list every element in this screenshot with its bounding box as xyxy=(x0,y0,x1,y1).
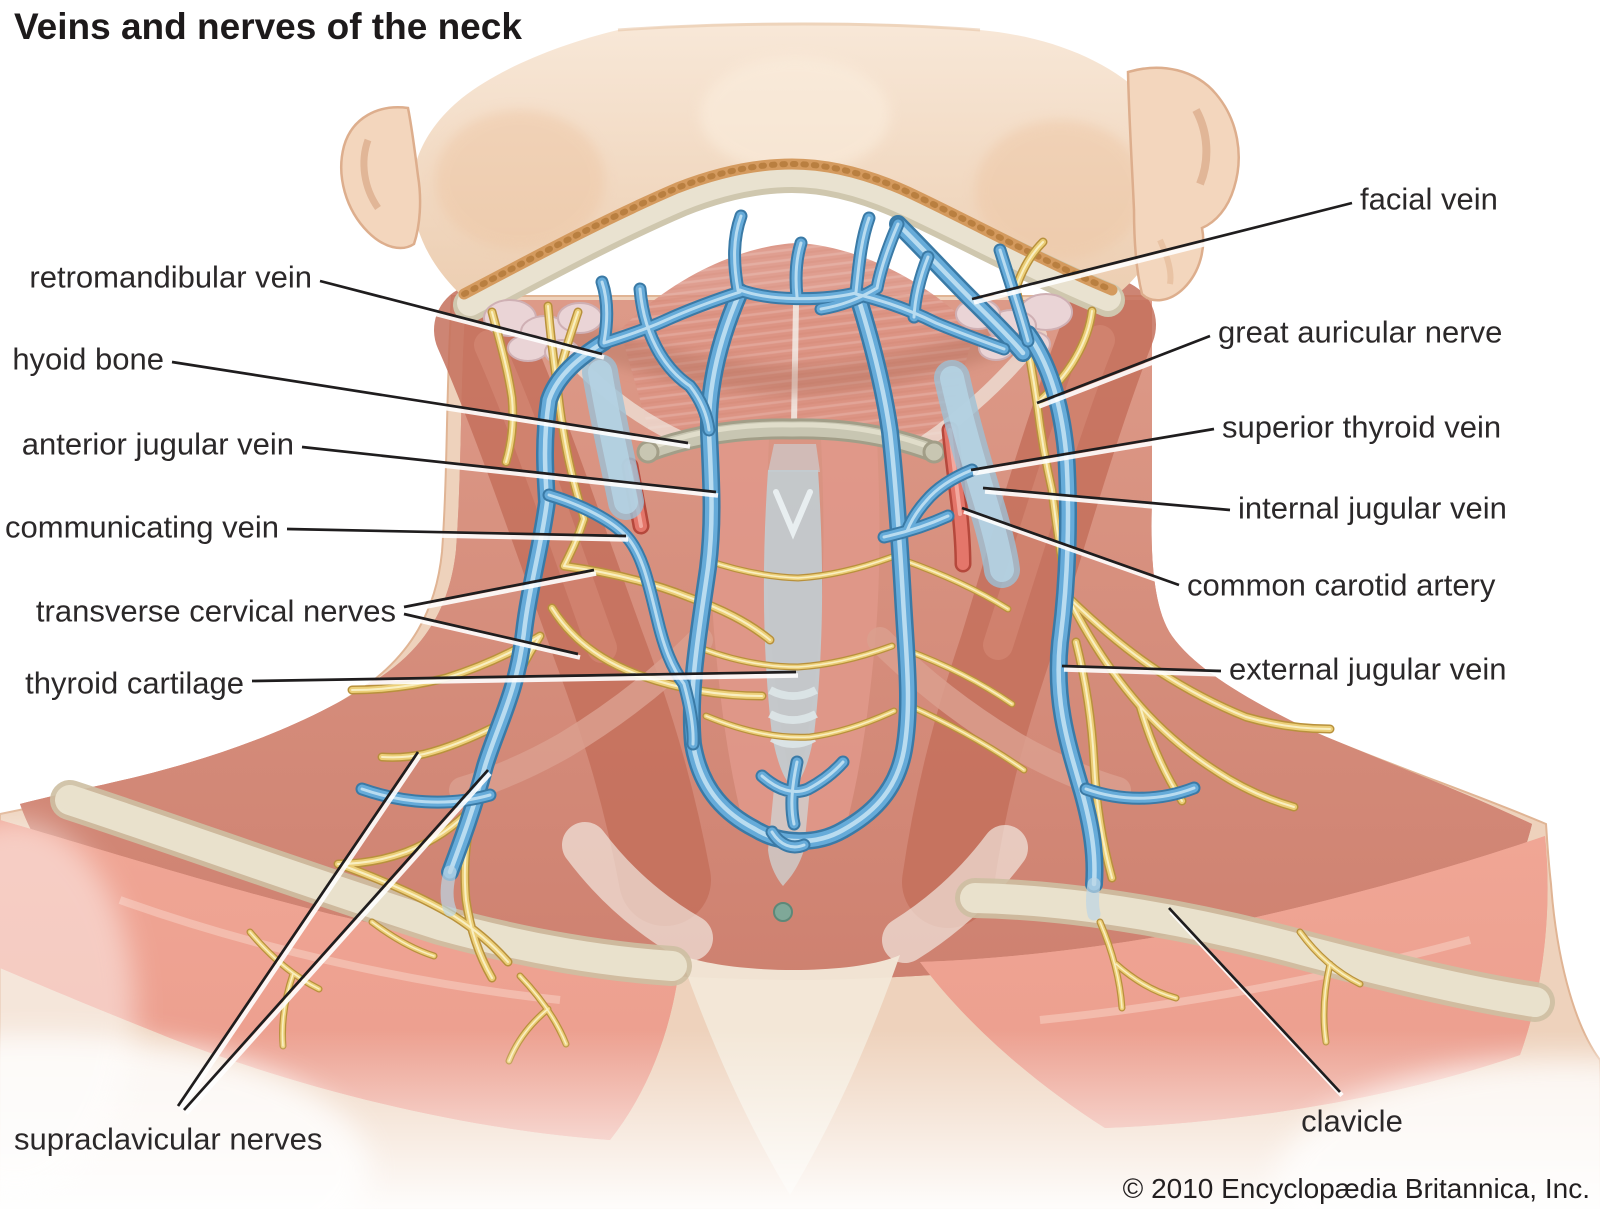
thyroid-cartilage-shape xyxy=(763,470,823,788)
leader-clavicle xyxy=(1168,907,1341,1093)
leader-supraclavicular-nerves xyxy=(176,751,420,1107)
label-transverse-cervical-nerves: transverse cervical nerves xyxy=(35,593,396,629)
leader-line-shadow xyxy=(1063,667,1224,677)
copyright-notice: © 2010 Encyclopædia Britannica, Inc. xyxy=(1122,1173,1590,1204)
leader-line-shadow xyxy=(178,754,422,1111)
label-retromandibular-vein: retromandibular vein xyxy=(29,259,312,295)
label-supraclavicular-nerves: supraclavicular nerves xyxy=(14,1121,323,1157)
leader-transverse-cervical-nerves xyxy=(403,568,595,609)
leader-transverse-cervical-nerves xyxy=(403,612,579,656)
label-internal-jugular-vein: internal jugular vein xyxy=(1238,490,1507,526)
label-hyoid-bone: hyoid bone xyxy=(12,341,164,377)
leader-communicating-vein xyxy=(286,527,627,538)
white-fade xyxy=(0,820,1600,1209)
leader-line-shadow xyxy=(984,489,1233,516)
leader-common-carotid-artery xyxy=(961,506,1180,587)
leader-hyoid-bone xyxy=(171,360,689,445)
leader-line-shadow xyxy=(288,530,629,542)
leader-supraclavicular-nerves xyxy=(182,769,490,1111)
leader-external-jugular-vein xyxy=(1061,664,1222,673)
leader-line-shadow xyxy=(303,448,719,498)
label-common-carotid-artery: common carotid artery xyxy=(1187,567,1496,603)
head-artwork xyxy=(340,22,1240,365)
label-superior-thyroid-vein: superior thyroid vein xyxy=(1222,409,1502,445)
hyoid-larynx xyxy=(582,354,1020,922)
leader-line-shadow xyxy=(184,772,492,1115)
label-clavicle: clavicle xyxy=(1301,1103,1403,1139)
leader-great-auricular-nerve xyxy=(1036,334,1211,405)
leader-superior-thyroid-vein xyxy=(970,427,1215,472)
leader-facial-vein xyxy=(971,201,1353,301)
leader-anterior-jugular-vein xyxy=(301,445,717,494)
mandible xyxy=(453,158,1125,322)
label-thyroid-cartilage: thyroid cartilage xyxy=(25,665,244,701)
leader-line-shadow xyxy=(405,571,597,613)
leader-line-shadow xyxy=(405,615,581,660)
left-ear xyxy=(340,106,422,250)
page-title: Veins and nerves of the neck xyxy=(14,6,522,47)
leader-line-shadow xyxy=(1038,337,1213,409)
vein-network xyxy=(362,216,1194,921)
leader-line-shadow xyxy=(963,509,1182,591)
leader-line-shadow xyxy=(321,282,605,360)
label-great-auricular-nerve: great auricular nerve xyxy=(1218,314,1503,350)
label-facial-vein: facial vein xyxy=(1360,181,1498,217)
leader-line-shadow xyxy=(972,430,1217,476)
leader-thyroid-cartilage xyxy=(251,670,797,683)
label-external-jugular-vein: external jugular vein xyxy=(1229,651,1507,687)
leader-lines xyxy=(171,201,1355,1115)
label-anterior-jugular-vein: anterior jugular vein xyxy=(21,426,294,462)
leader-internal-jugular-vein xyxy=(982,486,1231,512)
leader-retromandibular-vein xyxy=(319,279,603,356)
right-ear xyxy=(1126,66,1240,302)
internal-jugular-veins xyxy=(582,354,1020,588)
label-communicating-vein: communicating vein xyxy=(5,509,279,545)
leader-line-shadow xyxy=(253,673,799,687)
clavicle-bones xyxy=(50,780,1555,1022)
leader-line-shadow xyxy=(173,363,691,449)
leader-line-shadow xyxy=(973,204,1355,305)
